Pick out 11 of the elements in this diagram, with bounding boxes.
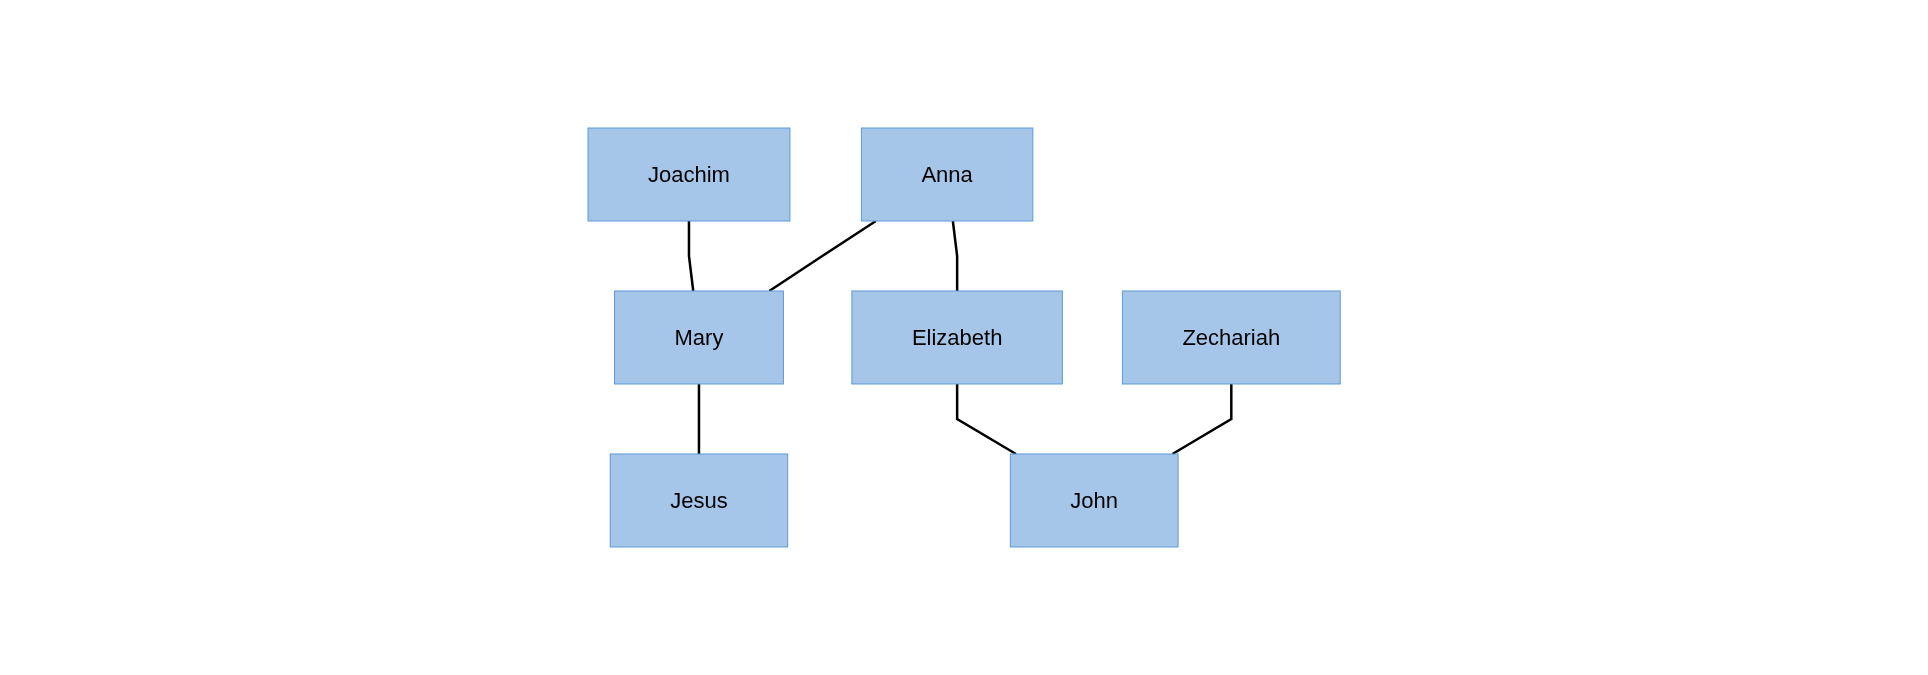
- connector: [1171, 384, 1233, 456]
- node-box: Elizabeth: [851, 290, 1063, 385]
- node-box: Zechariah: [1121, 290, 1341, 385]
- connector: [687, 221, 695, 292]
- node-box: John: [1009, 453, 1179, 548]
- node-box: Joachim: [587, 127, 791, 222]
- node-box: Mary: [613, 290, 784, 385]
- connector: [951, 220, 959, 291]
- node-box: Anna: [860, 127, 1034, 222]
- node-box: Jesus: [609, 453, 789, 548]
- connector: [697, 384, 701, 454]
